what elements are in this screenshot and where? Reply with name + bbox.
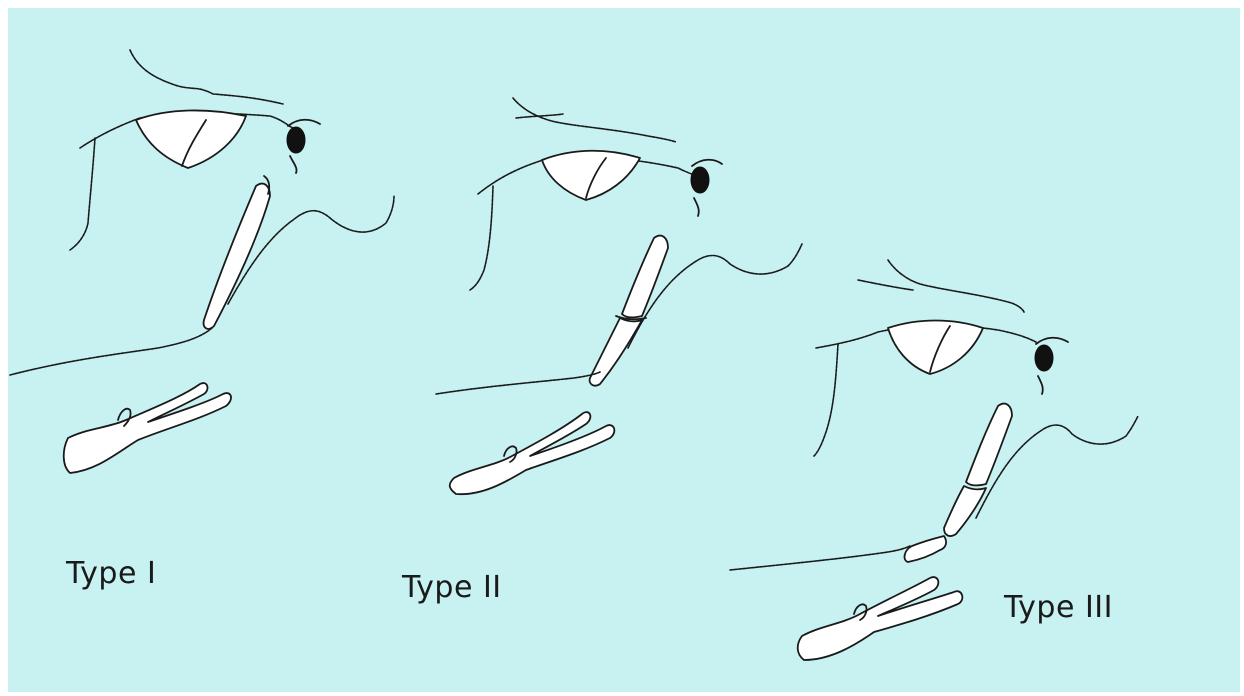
type-2-brow-line [513, 98, 676, 142]
type-1-back-line [70, 138, 95, 250]
type-2-canaliculus-upper [622, 236, 668, 318]
type-2-probe [450, 412, 615, 494]
type-2-label: Type II [402, 570, 502, 605]
type-1-probe [64, 383, 231, 473]
type-2-drawing [436, 98, 802, 494]
type-1-drawing [10, 50, 394, 473]
type-2-face-line [436, 372, 600, 394]
type-1-tear-gland [136, 110, 246, 168]
type-3-tear-gland [888, 321, 983, 375]
figure-canvas: Type I Type II Type III [8, 8, 1240, 692]
type-1-brow-line [130, 50, 283, 104]
type-3-canaliculus-upper [966, 404, 1012, 486]
type-3-brow-line [888, 260, 1024, 312]
type-3-canaliculus-lower [905, 536, 947, 562]
type-3-label: Type III [1004, 590, 1113, 625]
type-1-label: Type I [66, 556, 156, 591]
type-1-eye [287, 127, 305, 153]
type-2-canaliculus-lower [590, 318, 642, 386]
type-2-back-line [470, 186, 493, 290]
type-3-probe [798, 577, 963, 660]
type-1-canaliculus [204, 184, 270, 329]
type-3-brow-line-2 [858, 280, 913, 290]
type-2-brow-line-2 [516, 114, 563, 118]
type-3-back-line [814, 344, 838, 456]
type-2-eye [691, 167, 709, 193]
type-3-eye [1035, 345, 1053, 371]
type-1-face-line [10, 328, 212, 375]
type-2-tear-gland [542, 151, 640, 200]
type-3-face-line [730, 546, 910, 570]
